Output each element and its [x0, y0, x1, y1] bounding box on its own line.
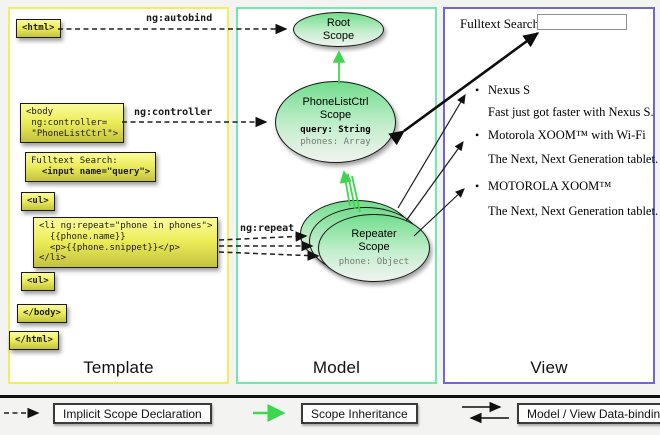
model-panel: Model — [236, 7, 437, 384]
code-li-repeat: <li ng:repeat="phone in phones"> {{phone… — [33, 217, 219, 269]
code-body-close: </body> — [17, 304, 67, 323]
query-property: query: String — [300, 125, 371, 136]
phone-item-snippet: The Next, Next Generation tablet. — [488, 204, 659, 218]
code-html-open: <html> — [16, 19, 61, 38]
phone-item-name[interactable]: MOTOROLA XOOM™ — [475, 179, 611, 194]
code-ul-open: <ul> — [21, 192, 55, 211]
model-panel-title: Model — [312, 358, 361, 377]
phone-property: phone: Object — [338, 256, 410, 267]
legend-separator-line — [0, 395, 660, 398]
phone-item-snippet: The Next, Next Generation tablet. — [488, 152, 659, 166]
phone-item-name[interactable]: Nexus S — [475, 83, 530, 98]
phone-item-name[interactable]: Motorola XOOM™ with Wi-Fi — [475, 128, 646, 143]
legend-scope-inheritance: Scope Inheritance — [301, 403, 418, 424]
code-body-open: <body ng:controller= "PhoneListCtrl"> — [20, 103, 125, 144]
view-panel-title: View — [530, 358, 568, 377]
template-panel-title: Template — [83, 358, 154, 377]
code-html-close: </html> — [9, 331, 59, 350]
phones-property: phones: Array — [300, 136, 371, 147]
fulltext-search-input[interactable] — [537, 14, 627, 30]
view-panel: View — [443, 7, 655, 384]
phonelistctrl-scope-ellipse: PhoneListCtrl Scope query: String phones… — [275, 81, 396, 163]
fulltext-search-label: Fulltext Search: — [460, 16, 543, 31]
ng-controller-label: ng:controller — [134, 107, 213, 118]
ng-autobind-label: ng:autobind — [146, 13, 213, 24]
root-scope-ellipse: Root Scope — [293, 12, 384, 47]
code-ul-close: <ul> — [21, 272, 55, 291]
repeater-scope-ellipse-front: Repeater Scope phone: Object — [318, 214, 430, 282]
phone-item-snippet: Fast just got faster with Nexus S. — [488, 105, 654, 119]
ng-repeat-label: ng:repeat — [240, 223, 295, 234]
legend-model-view-data-binding: Model / View Data-binding — [517, 403, 660, 424]
code-fulltext-search: Fulltext Search: <input name="query"> — [25, 152, 157, 182]
legend-implicit-scope-declaration: Implicit Scope Declaration — [53, 403, 212, 424]
